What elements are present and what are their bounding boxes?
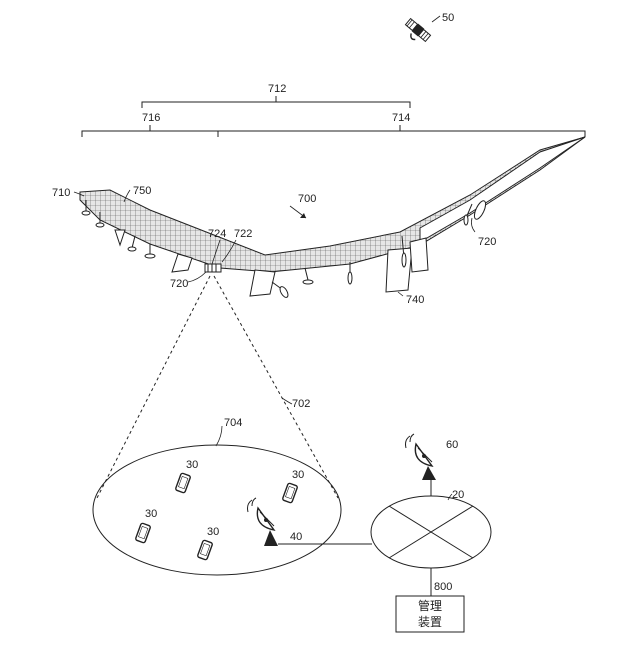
uplink-station-label: 60 — [446, 439, 458, 451]
cell-label: 704 — [224, 417, 242, 429]
dish-antenna-icon — [248, 498, 279, 546]
span-brace-total — [142, 96, 410, 108]
satellite-icon — [401, 18, 431, 47]
pod-label: 740 — [406, 294, 424, 306]
wing-tip-label: 710 — [52, 187, 70, 199]
aircraft-wing — [80, 137, 585, 272]
span-left-label: 716 — [142, 112, 160, 124]
span-right-label: 714 — [392, 112, 410, 124]
beam-cone — [96, 276, 338, 500]
payload-module — [205, 264, 221, 272]
solar-panel-surface — [80, 137, 585, 272]
payload-ref-label: 722 — [234, 228, 252, 240]
management-ref-label: 800 — [434, 581, 452, 593]
span-total-label: 712 — [268, 83, 286, 95]
management-line1: 管理 — [418, 598, 442, 613]
network-label: 20 — [452, 489, 464, 501]
coverage-cell — [93, 445, 341, 575]
pod-left — [172, 254, 192, 272]
ue-1-label: 30 — [186, 459, 198, 471]
phone-icon — [282, 483, 298, 503]
ue-4-label: 30 — [207, 526, 219, 538]
satellite-label: 50 — [442, 12, 454, 24]
prop-left-label: 720 — [170, 278, 188, 290]
solar-panel-label: 750 — [133, 185, 151, 197]
beam-label: 702 — [292, 398, 310, 410]
aircraft-label: 700 — [298, 193, 316, 205]
phone-icon — [175, 473, 191, 493]
ue-2-label: 30 — [292, 469, 304, 481]
prop-right-label: 720 — [478, 236, 496, 248]
antenna-ref-label: 724 — [208, 228, 226, 240]
dish-antenna-icon — [406, 434, 437, 480]
network-node — [371, 496, 491, 568]
pod-center — [250, 270, 290, 299]
management-line2: 装置 — [418, 615, 442, 629]
span-brace-right — [218, 125, 585, 137]
phone-icon — [197, 540, 213, 560]
ue-3-label: 30 — [145, 508, 157, 520]
span-brace-left — [82, 125, 218, 137]
phone-icon — [135, 523, 151, 543]
ground-station-label: 40 — [290, 531, 302, 543]
